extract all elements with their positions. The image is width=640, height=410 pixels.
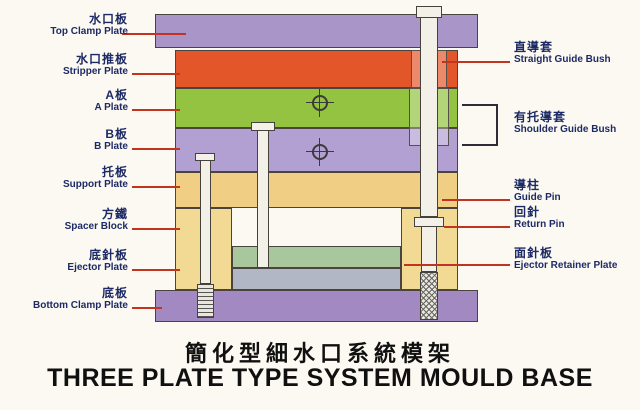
label-return-pin: 回針 Return Pin bbox=[514, 205, 565, 231]
crosshair-vertical-line bbox=[319, 89, 320, 117]
ejector-pin-threaded-end bbox=[197, 284, 214, 318]
label-zh: 直導套 bbox=[514, 40, 554, 54]
label-en: Ejector Retainer Plate bbox=[514, 260, 618, 271]
leader-line-a-plate bbox=[132, 109, 180, 111]
label-en: Support Plate bbox=[62, 179, 128, 190]
label-en: A Plate bbox=[94, 102, 128, 113]
label-a-plate: A板 A Plate bbox=[94, 88, 128, 114]
crosshair-horizontal-line bbox=[306, 102, 334, 103]
diagram-title-english: THREE PLATE TYPE SYSTEM MOULD BASE bbox=[47, 364, 593, 392]
label-en: Bottom Clamp Plate bbox=[32, 300, 128, 311]
leader-line-return-pin bbox=[444, 226, 510, 228]
label-zh: 有托導套 bbox=[514, 110, 567, 124]
label-en: Stripper Plate bbox=[62, 66, 128, 77]
label-en: Guide Pin bbox=[514, 192, 561, 203]
label-en: Return Pin bbox=[514, 219, 565, 230]
label-en: Top Clamp Plate bbox=[50, 26, 128, 37]
label-en: Shoulder Guide Bush bbox=[514, 124, 617, 135]
leader-line-b-plate bbox=[132, 148, 180, 150]
label-zh: 導柱 bbox=[514, 178, 541, 192]
support-plate bbox=[175, 172, 458, 208]
label-zh: 回針 bbox=[514, 205, 541, 219]
diagram-title-chinese: 簡化型細水口系統模架 bbox=[184, 341, 455, 366]
leader-line-guide-pin bbox=[442, 199, 510, 201]
crosshair-vertical-line bbox=[319, 138, 320, 166]
label-en: Ejector Plate bbox=[67, 262, 128, 273]
label-stripper-plate: 水口推板 Stripper Plate bbox=[63, 52, 128, 78]
label-b-plate: B板 B Plate bbox=[94, 127, 128, 153]
label-en: B Plate bbox=[94, 141, 128, 152]
label-ejector-plate: 底針板 Ejector Plate bbox=[67, 248, 128, 274]
label-spacer-block: 方鐵 Spacer Block bbox=[65, 207, 128, 233]
guide-pin-body bbox=[420, 17, 438, 217]
leader-line-spacer-block bbox=[132, 228, 180, 230]
return-pin-threaded-end bbox=[420, 272, 438, 320]
leader-line-ejector-retainer-plate bbox=[404, 264, 510, 266]
leader-line-stripper-plate bbox=[132, 73, 180, 75]
label-guide-pin: 導柱 Guide Pin bbox=[514, 178, 561, 204]
centerline-mark-a-plate bbox=[306, 89, 334, 117]
label-zh: B板 bbox=[105, 127, 128, 141]
label-top-clamp-plate: 水口板 Top Clamp Plate bbox=[50, 12, 128, 38]
leader-line-top-clamp-plate bbox=[122, 33, 186, 35]
label-shoulder-guide-bush: 有托導套 Shoulder Guide Bush bbox=[514, 110, 616, 136]
label-zh: A板 bbox=[105, 88, 128, 102]
ejector-retainer-plate bbox=[232, 246, 401, 268]
label-bottom-clamp-plate: 底板 Bottom Clamp Plate bbox=[33, 286, 128, 312]
crosshair-horizontal-line bbox=[306, 151, 334, 152]
label-en: Spacer Block bbox=[64, 221, 128, 232]
label-zh: 方鐵 bbox=[101, 207, 128, 221]
crosshair-circle bbox=[312, 144, 328, 160]
ejector-plate bbox=[232, 268, 401, 290]
label-en: Straight Guide Bush bbox=[514, 54, 611, 65]
bracket-shoulder-guide-bush bbox=[462, 104, 498, 146]
label-ejector-retainer-plate: 面針板 Ejector Retainer Plate bbox=[514, 246, 617, 272]
label-zh: 托板 bbox=[101, 165, 128, 179]
return-pin-body bbox=[421, 226, 437, 272]
label-zh: 面針板 bbox=[514, 246, 554, 260]
crosshair-circle bbox=[312, 95, 328, 111]
label-support-plate: 托板 Support Plate bbox=[63, 165, 128, 191]
label-zh: 底針板 bbox=[88, 248, 128, 262]
center-pin-body bbox=[257, 130, 269, 268]
label-zh: 水口板 bbox=[88, 12, 128, 26]
leader-line-bottom-clamp-plate bbox=[132, 307, 162, 309]
leader-line-ejector-plate bbox=[132, 269, 180, 271]
leader-line-support-plate bbox=[132, 186, 180, 188]
label-zh: 水口推板 bbox=[75, 52, 128, 66]
ejector-pin-body bbox=[200, 160, 211, 284]
stripper-plate bbox=[175, 50, 458, 88]
centerline-mark-b-plate bbox=[306, 138, 334, 166]
label-straight-guide-bush: 直導套 Straight Guide Bush bbox=[514, 40, 611, 66]
label-zh: 底板 bbox=[101, 286, 128, 300]
leader-line-straight-guide-bush bbox=[442, 61, 510, 63]
